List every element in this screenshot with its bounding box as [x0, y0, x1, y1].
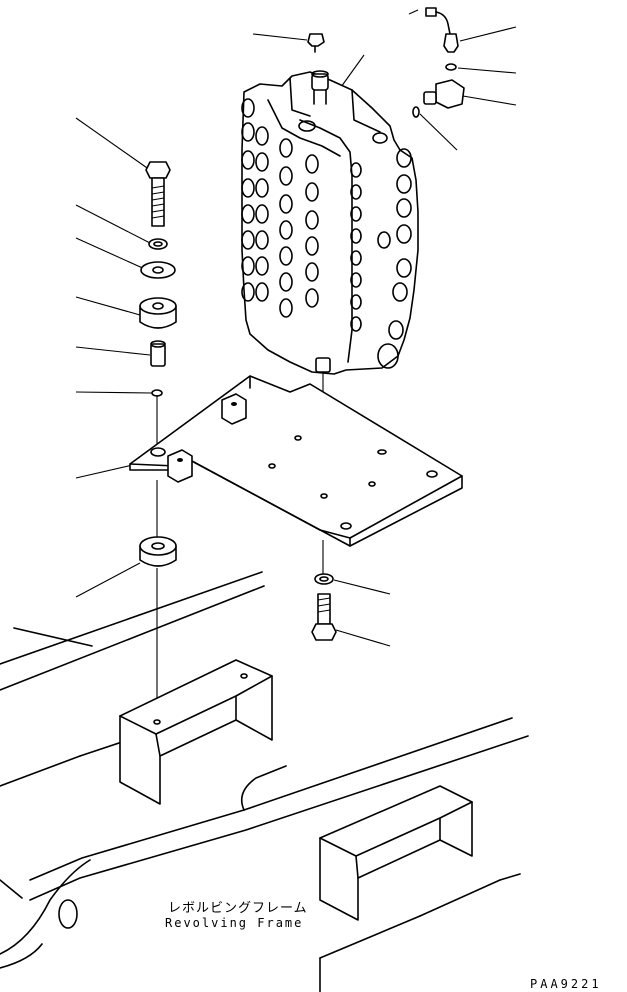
lower-rubber-mount	[139, 536, 177, 567]
control-valve	[241, 70, 419, 375]
rubber-mount	[139, 297, 177, 329]
lock-washer	[148, 238, 168, 250]
o-ring-small	[445, 63, 457, 71]
hex-bolt	[145, 161, 171, 227]
o-ring	[412, 106, 420, 118]
mounting-plate	[129, 375, 463, 547]
solenoid-fitting	[423, 79, 465, 109]
right-washer	[314, 573, 334, 585]
drawing-code: PAA9221	[530, 977, 602, 991]
revolving-frame	[0, 571, 529, 992]
right-bolt	[311, 593, 337, 641]
flat-washer	[140, 261, 176, 279]
collar	[150, 340, 166, 367]
frame-label-english: Revolving Frame	[165, 916, 303, 930]
top-bolt	[307, 33, 325, 53]
pressure-sensor	[425, 7, 459, 53]
small-washer	[151, 389, 163, 397]
frame-label-japanese: レボルビングフレーム	[168, 901, 308, 916]
